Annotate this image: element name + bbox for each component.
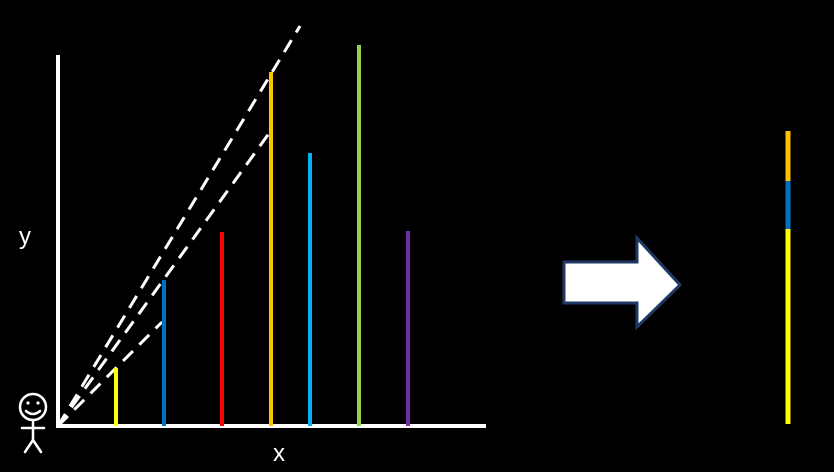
sight-line-low (56, 320, 164, 428)
y-axis-label: y (19, 223, 31, 250)
bars (114, 45, 410, 426)
sight-line-upper (56, 25, 302, 427)
right-arrow-icon (562, 234, 683, 331)
x-axis-label: x (273, 440, 285, 467)
stick-figure-smiley-icon (18, 392, 48, 454)
sight-line-lower (56, 131, 272, 427)
